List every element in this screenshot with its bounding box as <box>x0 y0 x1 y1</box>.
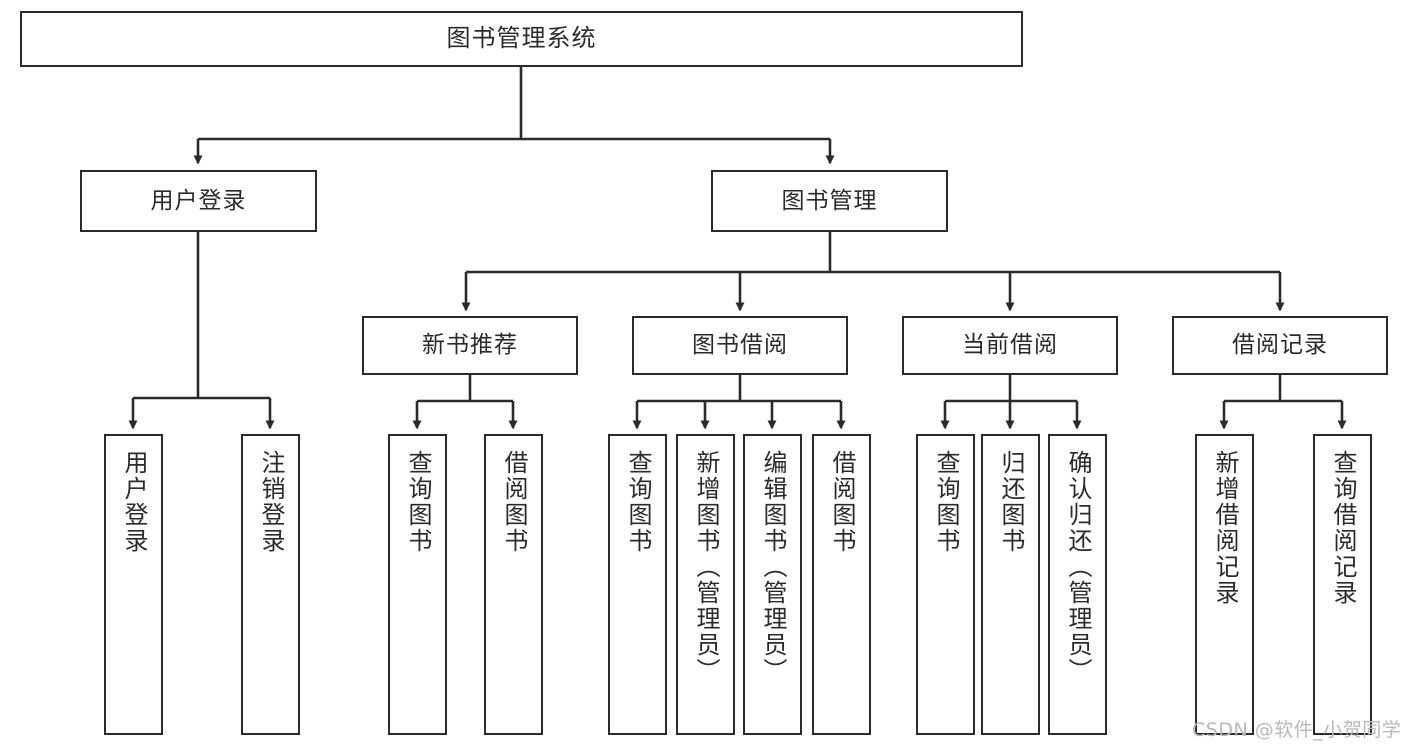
node-new-book-recommend[interactable]: 新书推荐 <box>362 316 578 375</box>
leaf-query-book-recommend[interactable]: 查询图书 <box>388 434 447 735</box>
leaf-borrow-book-recommend[interactable]: 借阅图书 <box>484 434 543 735</box>
node-book-management[interactable]: 图书管理 <box>711 170 948 232</box>
node-label: 借阅图书 <box>827 450 856 554</box>
node-borrow-record[interactable]: 借阅记录 <box>1172 316 1388 375</box>
node-label: 图书管理 <box>781 187 878 214</box>
node-label: 查询图书 <box>403 450 432 554</box>
node-label: 查询图书 <box>623 450 652 554</box>
leaf-edit-book-admin[interactable]: 编辑图书（管理员） <box>743 434 802 735</box>
node-label: 借阅图书 <box>499 450 528 554</box>
leaf-confirm-return-admin[interactable]: 确认归还（管理员） <box>1048 434 1107 735</box>
node-label: 借阅记录 <box>1232 332 1328 359</box>
node-root-system[interactable]: 图书管理系统 <box>20 11 1023 67</box>
node-label: 图书管理系统 <box>446 24 597 53</box>
leaf-query-book-borrow[interactable]: 查询图书 <box>608 434 667 735</box>
node-label: 查询图书 <box>931 450 960 554</box>
watermark-text: CSDN @软件_小贺同学 <box>1192 719 1402 741</box>
node-label: 新增图书（管理员） <box>691 450 720 684</box>
leaf-return-book[interactable]: 归还图书 <box>981 434 1040 735</box>
node-label: 查询借阅记录 <box>1328 450 1357 606</box>
node-label: 用户登录 <box>119 450 148 554</box>
node-label: 确认归还（管理员） <box>1063 450 1092 684</box>
leaf-borrow-book[interactable]: 借阅图书 <box>812 434 871 735</box>
node-label: 当前借阅 <box>962 332 1058 359</box>
node-book-borrow[interactable]: 图书借阅 <box>632 316 848 375</box>
node-label: 归还图书 <box>996 450 1025 554</box>
node-current-borrow[interactable]: 当前借阅 <box>902 316 1118 375</box>
node-label: 用户登录 <box>150 187 247 214</box>
leaf-logout[interactable]: 注销登录 <box>241 434 300 735</box>
node-label: 编辑图书（管理员） <box>758 450 787 684</box>
node-label: 新书推荐 <box>422 332 518 359</box>
node-label: 新增借阅记录 <box>1210 450 1239 606</box>
node-user-login[interactable]: 用户登录 <box>80 170 317 232</box>
leaf-add-borrow-record[interactable]: 新增借阅记录 <box>1195 434 1254 735</box>
leaf-query-borrow-record[interactable]: 查询借阅记录 <box>1313 434 1372 735</box>
leaf-user-login[interactable]: 用户登录 <box>104 434 163 735</box>
node-label: 注销登录 <box>256 450 285 554</box>
leaf-add-book-admin[interactable]: 新增图书（管理员） <box>676 434 735 735</box>
node-label: 图书借阅 <box>692 332 788 359</box>
leaf-query-book-current[interactable]: 查询图书 <box>916 434 975 735</box>
